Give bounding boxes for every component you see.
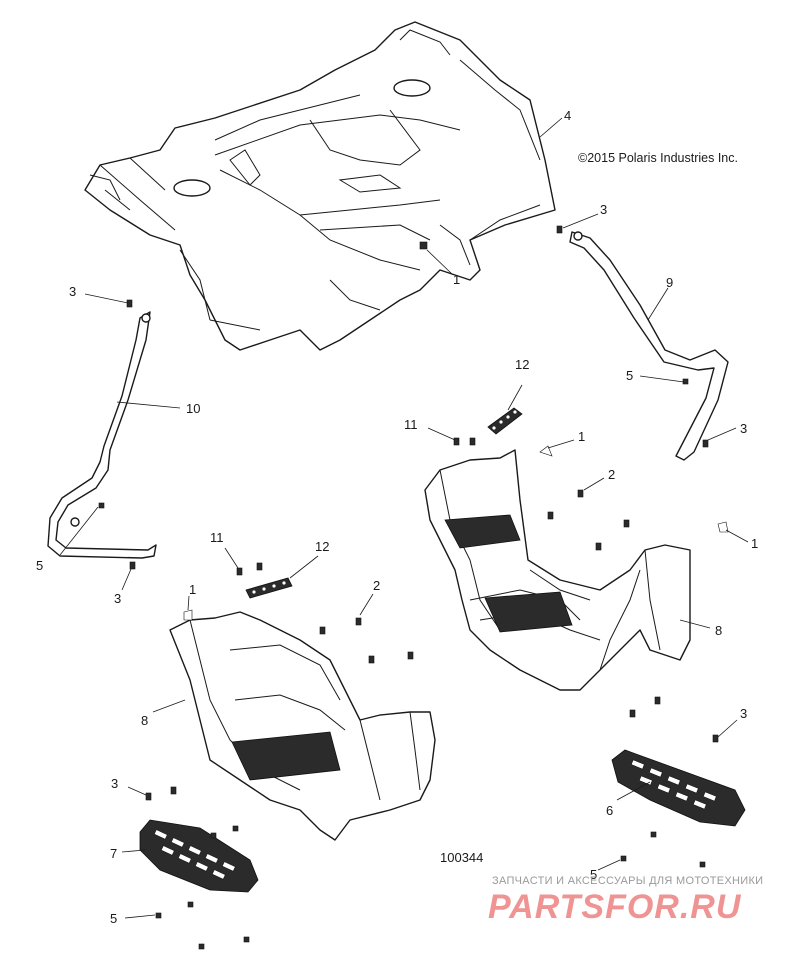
callout-1: 1: [453, 272, 460, 287]
footrest-right: [611, 749, 746, 827]
rear-fender-assembly: [84, 21, 556, 351]
callout-1: 1: [189, 582, 196, 597]
callout-10: 10: [186, 401, 200, 416]
rear-brace-left: [47, 311, 157, 559]
callout-1: 1: [578, 429, 585, 444]
callout-5: 5: [36, 558, 43, 573]
hardware-fasteners: [98, 225, 729, 950]
copyright-notice: ©2015 Polaris Industries Inc.: [578, 151, 738, 165]
callout-3: 3: [740, 706, 747, 721]
callout-12: 12: [515, 357, 529, 372]
callout-1: 1: [751, 536, 758, 551]
footrest-left: [139, 819, 259, 893]
clip-strip-lower: [245, 577, 293, 599]
callout-11: 11: [210, 530, 224, 545]
callout-6: 6: [606, 803, 613, 818]
callout-11: 11: [404, 417, 418, 432]
callout-7: 7: [110, 846, 117, 861]
callout-8: 8: [141, 713, 148, 728]
callout-2: 2: [373, 578, 380, 593]
callout-9: 9: [666, 275, 673, 290]
callout-2: 2: [608, 467, 615, 482]
footwell-right: [424, 449, 691, 691]
clip-strip-upper: [487, 407, 523, 435]
callout-labels: 4 3 1 9 5 3 3 10 12 11 1 2 1 5 3 11 12 1…: [36, 108, 758, 926]
callout-3: 3: [114, 591, 121, 606]
callout-4: 4: [564, 108, 571, 123]
callout-12: 12: [315, 539, 329, 554]
callout-5: 5: [626, 368, 633, 383]
watermark-subtitle: ЗАПЧАСТИ И АКСЕССУАРЫ ДЛЯ МОТОТЕХНИКИ: [492, 875, 763, 887]
rear-brace-right: [569, 231, 729, 461]
callout-3: 3: [111, 776, 118, 791]
callout-8: 8: [715, 623, 722, 638]
callout-3: 3: [600, 202, 607, 217]
footwell-left: [169, 611, 436, 841]
figure-number: 100344: [440, 850, 483, 865]
callout-3: 3: [740, 421, 747, 436]
leader-lines: [59, 117, 749, 919]
callout-3: 3: [69, 284, 76, 299]
watermark: ЗАПЧАСТИ И АКСЕССУАРЫ ДЛЯ МОТОТЕХНИКИ PA…: [488, 875, 763, 926]
callout-5: 5: [590, 867, 597, 882]
callout-5: 5: [110, 911, 117, 926]
watermark-brand: PARTSFOR.RU: [488, 888, 742, 926]
